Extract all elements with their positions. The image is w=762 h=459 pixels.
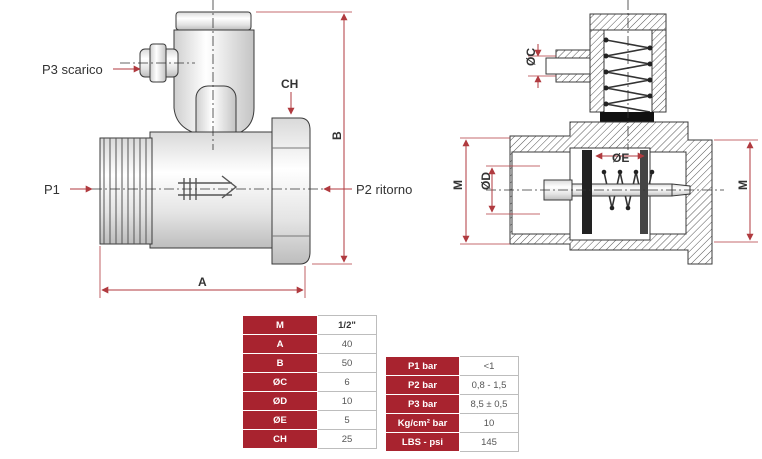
row-label: P3 bar [385, 394, 460, 414]
row-value: 0,8 - 1,5 [459, 375, 519, 395]
row-value: 25 [317, 429, 377, 449]
row-label: Kg/cm² bar [385, 413, 460, 433]
p2-label: P2 ritorno [356, 182, 412, 197]
table-row: P1 bar<1 [385, 356, 519, 376]
hex-nut [271, 117, 311, 265]
row-value: 10 [317, 391, 377, 411]
row-value: 6 [317, 372, 377, 392]
row-label: ØD [242, 391, 318, 411]
p1-label: P1 [44, 182, 60, 197]
m-right-label: M [736, 180, 750, 190]
row-value: 8,5 ± 0,5 [459, 394, 519, 414]
de-label: ØE [612, 151, 629, 165]
row-value: 40 [317, 334, 377, 354]
m-left-label: M [451, 180, 465, 190]
dc-label: ØC [524, 48, 538, 66]
p3-label: P3 scarico [42, 62, 103, 77]
row-label: A [242, 334, 318, 354]
row-label: CH [242, 429, 318, 449]
valve-body [149, 131, 273, 249]
dd-label: ØD [479, 172, 493, 190]
row-value: 5 [317, 410, 377, 430]
thread-lines [103, 138, 147, 244]
row-value: 1/2" [317, 315, 377, 335]
valve-seal [600, 112, 654, 122]
external-view: P3 scarico P1 P2 ritorno CH B A [42, 0, 412, 298]
row-label: ØE [242, 410, 318, 430]
ch-label: CH [281, 77, 298, 91]
row-label: ØC [242, 372, 318, 392]
b-label: B [330, 131, 344, 140]
row-value: 145 [459, 432, 519, 452]
row-label: B [242, 353, 318, 373]
row-value: 10 [459, 413, 519, 433]
row-label: M [242, 315, 318, 335]
threaded-inlet [99, 137, 153, 245]
row-value: <1 [459, 356, 519, 376]
row-label: LBS - psi [385, 432, 460, 452]
a-label: A [198, 275, 207, 289]
row-value: 50 [317, 353, 377, 373]
row-label: P1 bar [385, 356, 460, 376]
row-label: P2 bar [385, 375, 460, 395]
discharge-channel [545, 57, 591, 75]
valve-cap [175, 11, 252, 31]
section-view: ØC M ØD ØE M [451, 0, 758, 265]
